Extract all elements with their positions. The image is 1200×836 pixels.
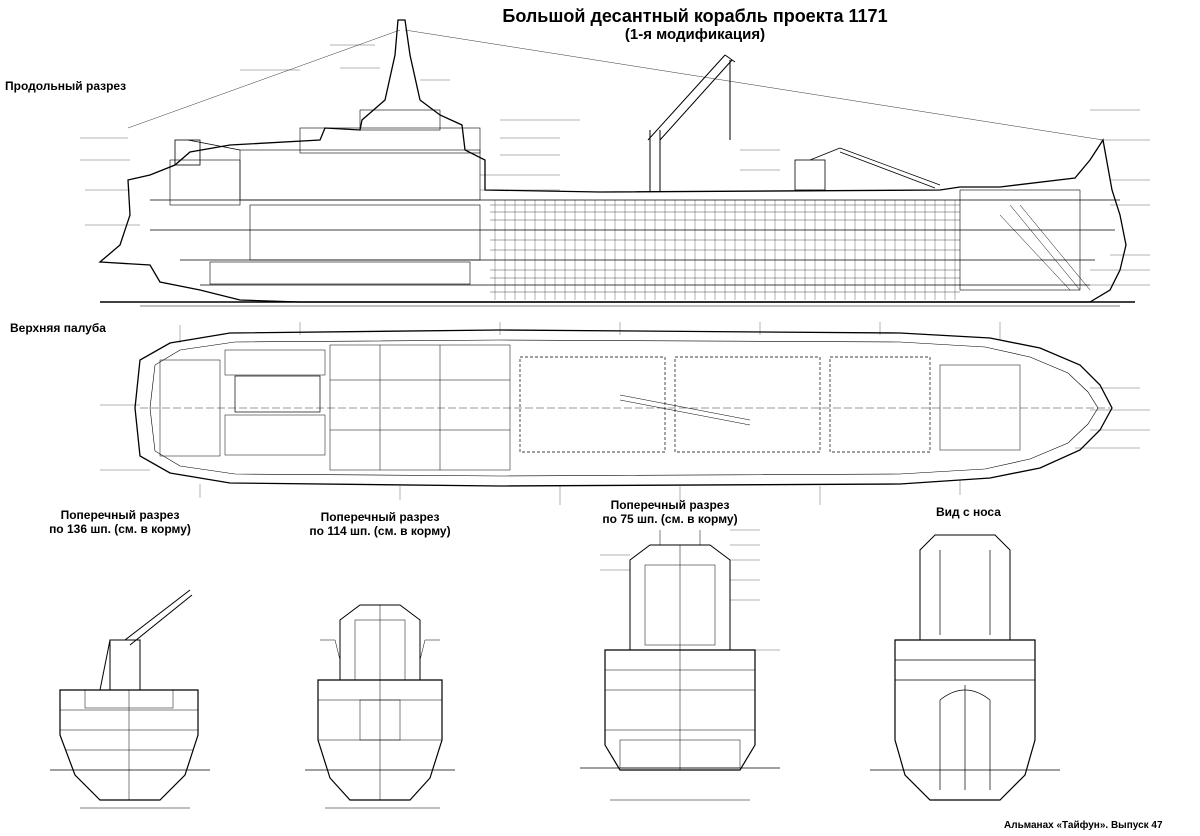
label-cross75-line2: по 75 шп. (см. в корму) [602, 512, 738, 526]
bow-view-drawing [870, 534, 1060, 801]
drawing-subtitle: (1-я модификация) [624, 26, 766, 43]
label-cross136-line1: Поперечный разрез [60, 508, 180, 522]
footer-credit: Альманах «Тайфун». Выпуск 47 [1004, 820, 1163, 831]
label-cross114-line1: Поперечный разрез [320, 510, 440, 524]
upper-deck-plan-drawing [100, 322, 1150, 505]
drawing-title: Большой десантный корабль проекта 1171 [502, 6, 888, 26]
longitudinal-section-drawing [80, 19, 1150, 307]
cross-section-136-drawing [50, 589, 210, 809]
label-cross136-line2: по 136 шп. (см. в корму) [49, 522, 191, 536]
label-cross114-line2: по 114 шп. (см. в корму) [309, 524, 451, 538]
label-longitudinal-section: Продольный разрез [5, 79, 127, 93]
cross-section-114-drawing [305, 604, 455, 809]
label-bow-view: Вид с носа [936, 505, 1001, 519]
cross-section-75-drawing [580, 529, 780, 801]
label-cross75-line1: Поперечный разрез [610, 498, 730, 512]
label-upper-deck: Верхняя палуба [10, 321, 106, 335]
